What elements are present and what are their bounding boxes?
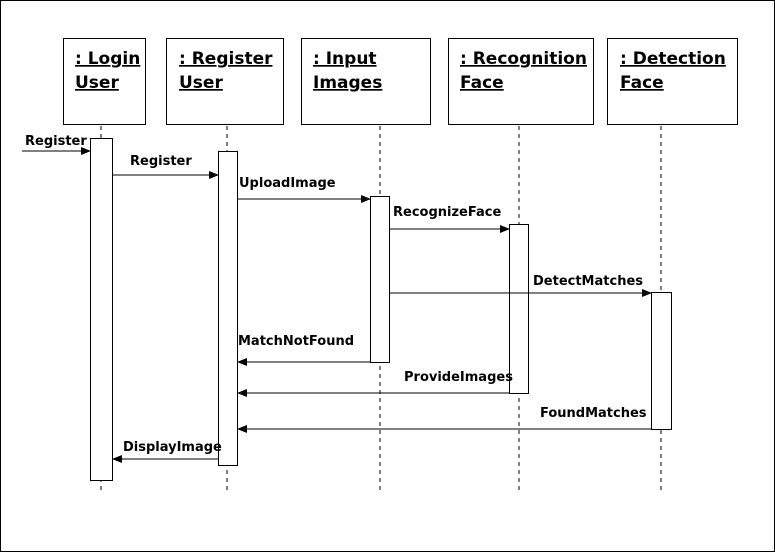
object-register-user-line1: : Register — [179, 49, 273, 69]
message-label-display-image: DisplayImage — [123, 440, 222, 455]
object-recognition-face: : Recognition Face — [448, 38, 594, 125]
object-detection-face-line1: : Detection — [620, 49, 726, 69]
object-register-user: : Register User — [166, 38, 284, 125]
message-label-register-in: Register — [25, 134, 87, 149]
object-register-user-line2: User — [179, 73, 223, 93]
object-login-user-line1: : Login — [75, 49, 140, 69]
object-input-images-line2: Images — [313, 73, 382, 93]
object-detection-face-line2: Face — [620, 73, 664, 93]
object-login-user: : Login User — [63, 38, 146, 125]
activation-recognition-face — [509, 224, 529, 394]
object-input-images-line1: : Input — [313, 49, 377, 69]
message-label-provide-images: ProvideImages — [404, 370, 513, 385]
message-label-detect-matches: DetectMatches — [533, 274, 643, 289]
object-recognition-face-line2: Face — [460, 73, 504, 93]
message-label-match-not-found: MatchNotFound — [238, 334, 354, 349]
activation-detection-face — [651, 292, 672, 430]
message-label-found-matches: FoundMatches — [540, 406, 647, 421]
activation-register-user — [218, 151, 238, 466]
object-login-user-line2: User — [75, 73, 119, 93]
message-label-register: Register — [130, 154, 192, 169]
activation-login-user — [90, 138, 113, 481]
object-detection-face: : Detection Face — [607, 38, 738, 125]
message-label-upload-image: UploadImage — [239, 176, 336, 191]
object-input-images: : Input Images — [301, 38, 431, 125]
message-label-recognize-face: RecognizeFace — [393, 205, 501, 220]
object-recognition-face-line1: : Recognition — [460, 49, 587, 69]
activation-input-images — [370, 196, 390, 363]
